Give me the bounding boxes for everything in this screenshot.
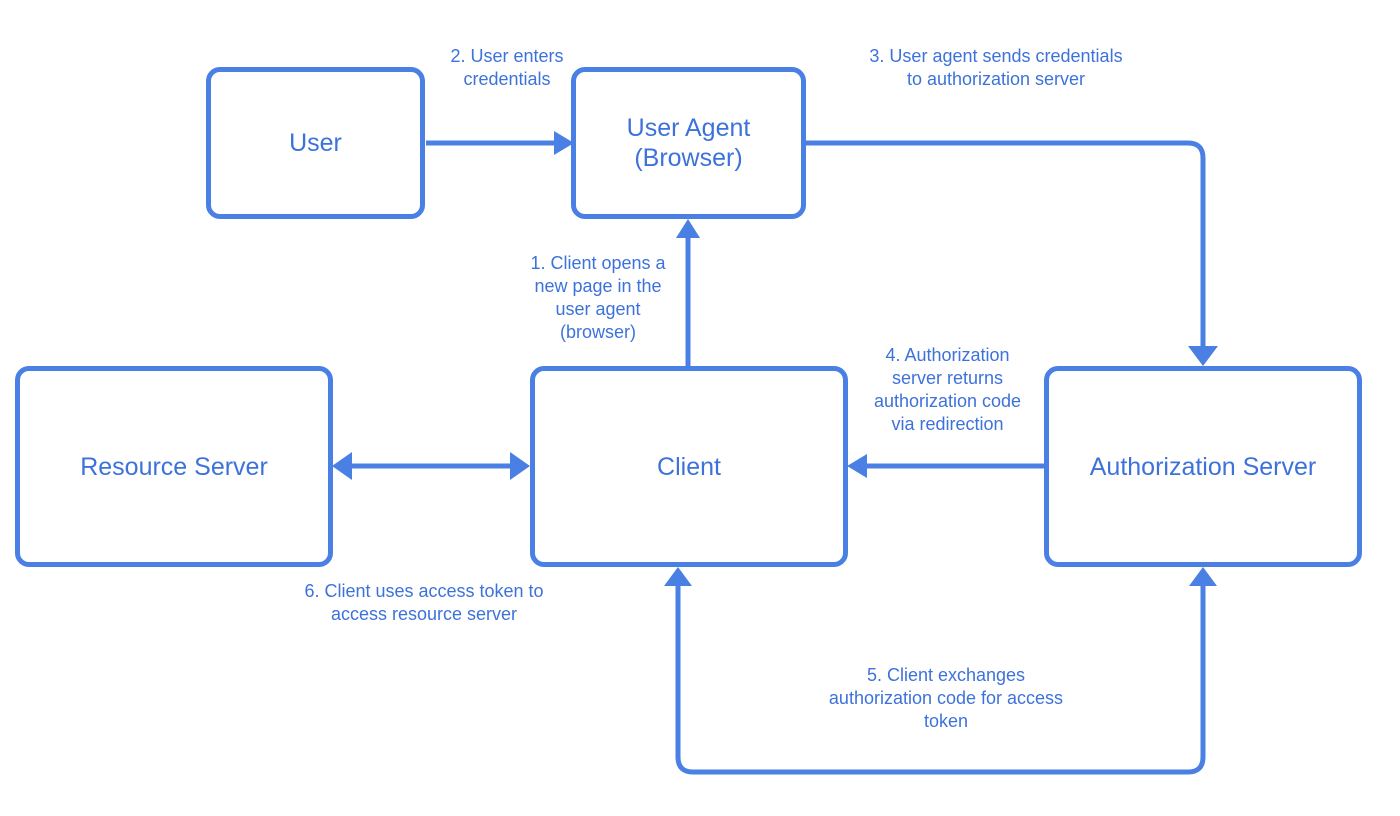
edge-label-step1-line1: 1. Client opens a [530, 253, 666, 273]
edge-label-step6-line1: 6. Client uses access token to [304, 581, 544, 601]
node-user-agent: User Agent (Browser) [571, 67, 806, 219]
node-user: User [206, 67, 425, 219]
node-authorization-server: Authorization Server [1044, 366, 1362, 567]
node-user-agent-label-line1: User Agent [626, 114, 751, 142]
node-resource-server: Resource Server [15, 366, 333, 567]
edge-label-step2-line2: credentials [463, 69, 551, 89]
edge-label-step1-line4: (browser) [559, 322, 636, 342]
node-user-agent-label-line2: (Browser) [634, 144, 743, 172]
arrowhead-into-resource-server [332, 452, 352, 480]
edge-label-step5: 5. Client exchanges authorization code f… [796, 664, 1096, 733]
edge-label-step2: 2. User enters credentials [407, 45, 607, 91]
edge-label-step5-line3: token [923, 711, 969, 731]
edge-label-step1: 1. Client opens a new page in the user a… [508, 252, 688, 344]
arrowhead-up-into-user-agent [676, 219, 700, 238]
node-user-label: User [289, 129, 342, 157]
edge-label-step3: 3. User agent sends credentials to autho… [836, 45, 1156, 91]
edge-label-step6: 6. Client uses access token to access re… [264, 580, 584, 626]
arrowhead-up-into-authorization-server [1189, 567, 1217, 586]
edge-label-step5-line1: 5. Client exchanges [866, 665, 1026, 685]
edge-label-step2-line1: 2. User enters [450, 46, 564, 66]
edge-label-step5-line2: authorization code for access [828, 688, 1064, 708]
edge-label-step6-line2: access resource server [330, 604, 518, 624]
edge-client-to-authorization-server [675, 585, 1206, 775]
node-resource-server-label: Resource Server [80, 452, 268, 481]
arrowhead-into-client-left [510, 452, 530, 480]
node-client-label: Client [657, 452, 721, 481]
edge-label-step4-line2: server returns [891, 368, 1004, 388]
arrowhead-into-authorization-server [1188, 346, 1218, 366]
edge-label-step1-line3: user agent [555, 299, 641, 319]
edge-label-step4-line3: authorization code [873, 391, 1022, 411]
edge-label-step3-line1: 3. User agent sends credentials [869, 46, 1123, 66]
edge-label-step3-line2: to authorization server [906, 69, 1086, 89]
edge-user-agent-to-authorization-server [806, 140, 1206, 348]
edge-label-step4-line1: 4. Authorization [885, 345, 1010, 365]
edge-label-step1-line2: new page in the [534, 276, 662, 296]
arrowhead-into-client-right [847, 454, 867, 478]
node-client: Client [530, 366, 848, 567]
edge-label-step4-line4: via redirection [891, 414, 1004, 434]
node-authorization-server-label: Authorization Server [1089, 452, 1317, 481]
edge-label-step4: 4. Authorization server returns authoriz… [850, 344, 1045, 436]
arrowhead-into-user-agent [554, 131, 574, 155]
arrowhead-up-into-client [664, 567, 692, 586]
